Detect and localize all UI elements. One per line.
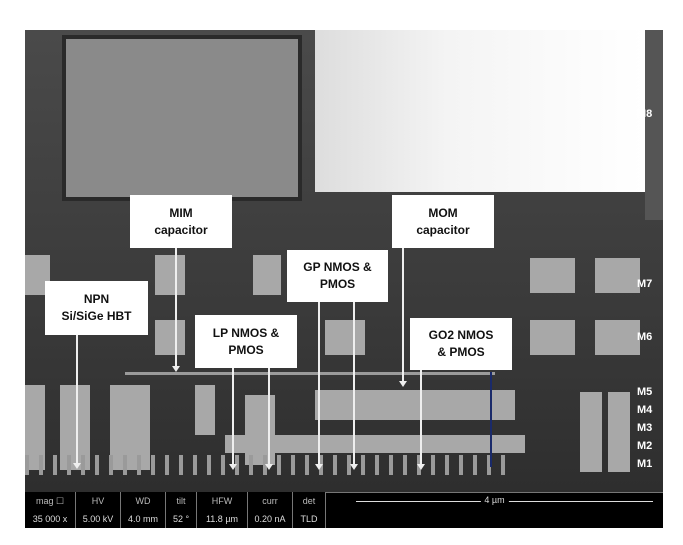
databar-value: TLD bbox=[300, 514, 318, 524]
arrow-gp-nmos bbox=[315, 302, 323, 470]
blue-marker-line bbox=[490, 372, 492, 467]
mim-dielectric-line bbox=[125, 372, 495, 375]
databar-header: tilt bbox=[176, 496, 186, 506]
interconnect-stack bbox=[580, 392, 602, 472]
interconnect-stack bbox=[245, 395, 275, 465]
arrow-go2 bbox=[417, 370, 425, 470]
databar-value: 35 000 x bbox=[32, 514, 68, 525]
databar-header: WD bbox=[135, 496, 151, 506]
label-line: PMOS bbox=[228, 342, 264, 357]
label-mim-capacitor: MIM capacitor bbox=[130, 195, 232, 248]
arrow-lp-pmos bbox=[265, 368, 273, 470]
label-line: & PMOS bbox=[437, 345, 485, 359]
databar-value: 5.00 kV bbox=[82, 514, 114, 524]
databar-hv: HV 5.00 kV bbox=[76, 492, 121, 528]
m7-block bbox=[595, 258, 640, 293]
sem-databar: mag ☐ 35 000 x HV 5.00 kV WD 4.0 mm tilt 52 … bbox=[25, 492, 663, 528]
interconnect-stack bbox=[25, 385, 45, 470]
label-go2-nmos-pmos: GO2 NMOS & PMOS bbox=[410, 318, 512, 370]
label-npn-hbt: NPN Si/SiGe HBT bbox=[45, 281, 148, 335]
label-line: MOM bbox=[428, 205, 458, 220]
databar-header: curr bbox=[262, 496, 278, 506]
databar-value: 11.8 µm bbox=[205, 514, 239, 524]
label-line: NPN bbox=[83, 292, 110, 306]
m6-block bbox=[530, 320, 575, 355]
interconnect-stack bbox=[608, 392, 630, 472]
metal-label-m5: M5 bbox=[637, 386, 653, 398]
interconnect-stack bbox=[195, 385, 215, 435]
m8-mim-top-plate bbox=[62, 35, 302, 201]
databar-curr: curr 0.20 nA bbox=[248, 492, 293, 528]
databar-header: mag ☐ bbox=[35, 495, 65, 506]
databar-mag: mag ☐ 35 000 x bbox=[25, 492, 76, 528]
arrow-gp-pmos bbox=[350, 302, 358, 470]
m7-block bbox=[155, 255, 185, 295]
label-line: PMOS bbox=[319, 277, 356, 291]
databar-header: HV bbox=[91, 496, 105, 506]
label-line: LP NMOS & bbox=[212, 325, 280, 340]
scale-bar-label: 4 µm bbox=[480, 495, 509, 505]
databar-wd: WD 4.0 mm bbox=[121, 492, 166, 528]
m7-block bbox=[530, 258, 575, 293]
databar-tilt: tilt 52 ° bbox=[166, 492, 197, 528]
metal-label-m8: M8 bbox=[637, 108, 653, 120]
m6-block bbox=[595, 320, 640, 355]
databar-value: 0.20 nA bbox=[254, 514, 286, 524]
metal-label-m2: M2 bbox=[637, 440, 653, 452]
arrow-mim bbox=[172, 248, 180, 372]
metal-label-m4: M4 bbox=[637, 404, 653, 416]
m6-block bbox=[325, 320, 365, 355]
m6-block bbox=[155, 320, 185, 355]
metal-label-m1: M1 bbox=[637, 458, 653, 470]
m1-m2-routing bbox=[225, 435, 525, 453]
databar-value: 52 ° bbox=[172, 514, 190, 524]
m8-right-edge bbox=[645, 30, 663, 220]
label-line: Si/SiGe HBT bbox=[61, 309, 132, 323]
label-line: GO2 NMOS bbox=[428, 328, 494, 342]
arrow-mom bbox=[399, 248, 407, 387]
databar-header: det bbox=[302, 496, 316, 506]
label-mom-capacitor: MOM capacitor bbox=[392, 195, 494, 248]
metal-label-m6: M6 bbox=[637, 331, 653, 343]
label-line: capacitor bbox=[416, 222, 470, 237]
label-line: GP NMOS & bbox=[303, 260, 372, 274]
label-gp-nmos-pmos: GP NMOS & PMOS bbox=[287, 250, 388, 302]
databar-header: HFW bbox=[211, 496, 233, 506]
m8-bright-region bbox=[315, 30, 645, 192]
mom-fingers bbox=[315, 390, 515, 420]
sem-cross-section-image bbox=[25, 30, 663, 492]
label-line: capacitor bbox=[154, 222, 208, 237]
arrow-npn bbox=[73, 335, 81, 469]
metal-label-m3: M3 bbox=[637, 422, 653, 434]
label-line: MIM bbox=[169, 205, 193, 220]
metal-label-m7: M7 bbox=[637, 278, 653, 290]
m7-block bbox=[253, 255, 281, 295]
arrow-lp-nmos bbox=[229, 368, 237, 470]
databar-value: 4.0 mm bbox=[127, 514, 158, 524]
databar-hfw: HFW 11.8 µm bbox=[197, 492, 248, 528]
scale-bar-area: 4 µm bbox=[326, 492, 663, 528]
label-lp-nmos-pmos: LP NMOS & PMOS bbox=[195, 315, 297, 368]
